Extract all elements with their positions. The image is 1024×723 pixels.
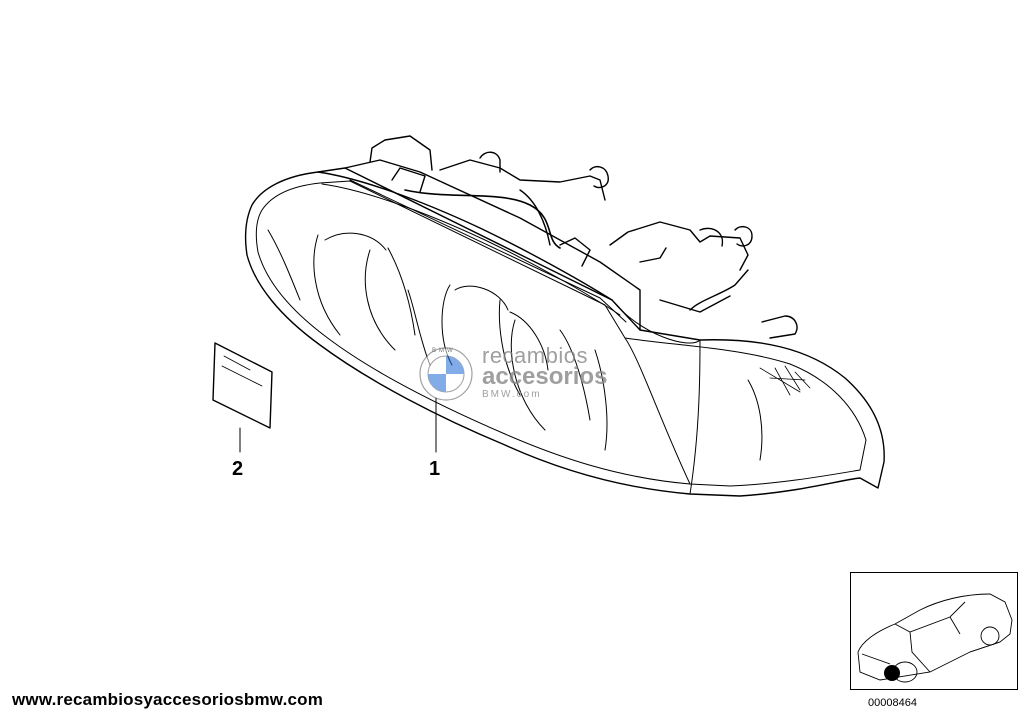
location-marker	[884, 665, 900, 681]
lens-film-part	[212, 342, 273, 429]
watermark	[419, 347, 473, 401]
headlight-assembly	[244, 135, 885, 497]
footer-website: www.recambiosyaccesoriosbmw.com	[12, 690, 324, 709]
bmw-badge-quadrant	[446, 356, 464, 374]
vehicle-locator-inset	[850, 572, 1018, 690]
bmw-badge-quadrant	[428, 374, 446, 392]
watermark-text: recambios accesorios BMW.com	[482, 343, 608, 402]
callout-part-1: 1	[429, 458, 441, 480]
bmw-badge-letters: BMW	[432, 348, 456, 354]
watermark-line3: BMW.com	[482, 389, 542, 400]
watermark-line2: accesorios	[482, 363, 608, 390]
watermark-line1: recambios	[482, 343, 588, 368]
diagram-number: 00008464	[868, 697, 917, 709]
callout-part-2: 2	[232, 458, 244, 480]
